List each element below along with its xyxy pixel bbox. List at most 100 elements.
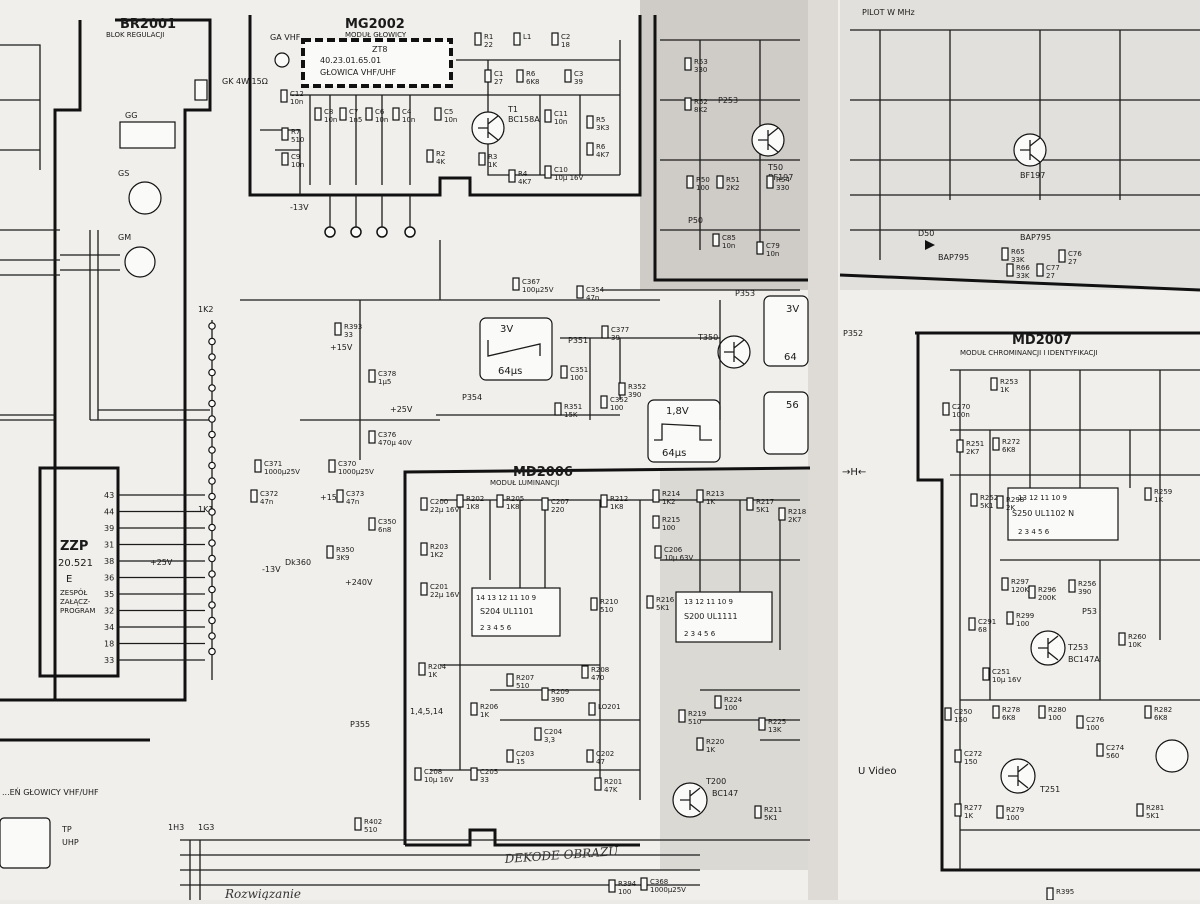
component-ref: C367 [522,278,540,286]
br2001-title: BR2001 [120,17,176,32]
component-body [281,127,289,141]
zzp-letter: E [66,574,72,585]
component-ref: R395 [1056,888,1074,896]
component-value: 150 [964,758,977,766]
component-ref: C6 [375,108,385,116]
component-body [1144,705,1152,719]
connector-1k2-label: 1K2 [198,305,213,314]
component-ref: R6 [526,70,536,78]
component-ref: C202 [596,750,614,758]
waveform-2-period: 64µs [662,448,686,459]
component-body [1068,579,1076,593]
transistor-t350-leads [724,339,745,365]
rf-section: T50 BF197 P50 P253 [653,15,808,282]
glowica-footer-tp: TP [61,825,72,834]
strip-terminal [208,399,216,408]
component-body [544,109,552,123]
component-value: 100n [952,411,970,419]
component-ref: C206 [664,546,683,554]
component-ref: R218 [788,508,806,516]
component-body [506,749,514,763]
component-body [590,597,598,611]
br2001-left-wires [0,44,41,170]
component-value: 1000µ25V [264,468,300,476]
component-ref: C350 [378,518,396,526]
transistor-t200-type: BC147 [712,789,738,798]
component-body [1006,611,1014,625]
diode-d50-symbol [925,240,935,250]
component-ref: C377 [611,326,629,334]
component-body [365,107,373,121]
component-ref: C76 [1068,250,1082,258]
component-value: 6K8 [1002,714,1016,722]
component-body [684,57,692,71]
connector-1k1-label: 1K1 [198,505,213,514]
component-value: 100 [662,524,675,532]
component-value: 10n [375,116,388,124]
strip-terminal [208,647,216,656]
component-value: 10n [291,161,304,169]
component-value: 4K7 [518,178,532,186]
component-ref: C250 [954,708,972,716]
diode-d50-type: BAP795 [938,253,969,262]
component-ref: R277 [964,804,982,812]
component-ref: R202 [466,495,484,503]
component-value: 560 [1106,752,1119,760]
waveform-box-4 [763,391,809,455]
ic-s250-pins-bottom: 2 3 4 5 6 [1018,528,1050,536]
component-value: 1K [480,711,489,719]
component-ref: R402 [364,818,382,826]
component-body [652,489,660,503]
component-body [368,517,376,531]
component-body [456,494,464,508]
component-body [368,430,376,444]
component-ref: R252 [980,494,998,502]
strip-terminal [208,415,216,423]
mg2002-border [248,15,642,197]
zzp-pin-label: 43 [104,491,114,500]
component-ref: R205 [506,495,524,503]
component-ref: R2 [436,150,445,158]
dk-terminal [324,226,336,238]
component-body [1096,743,1104,757]
component-ref: R352 [628,383,646,391]
tuner-number: 40.23.01.65.01 [320,56,381,65]
component-body [426,149,434,163]
component-ref: R209 [551,688,569,696]
component-body [420,582,428,596]
component-value: 4K [436,158,445,166]
zzp-pin-label: 35 [104,590,114,599]
component-ref: R260 [1128,633,1146,641]
component-body [470,702,478,716]
component-l1: L1 [513,32,531,46]
component-ref: C272 [964,750,982,758]
component-ref: R393 [344,323,362,331]
ic-s200-name: S200 UL1111 [684,612,738,621]
connector-p355-label: P355 [350,720,370,729]
ic-s204 [471,587,561,637]
component-ref: R54 [776,176,790,184]
tuner-code: ZT8 [372,45,387,54]
component-body [513,32,521,46]
zzp-title: ZZP [60,539,88,554]
component-body [328,459,336,473]
component-ref: C3 [574,70,583,78]
